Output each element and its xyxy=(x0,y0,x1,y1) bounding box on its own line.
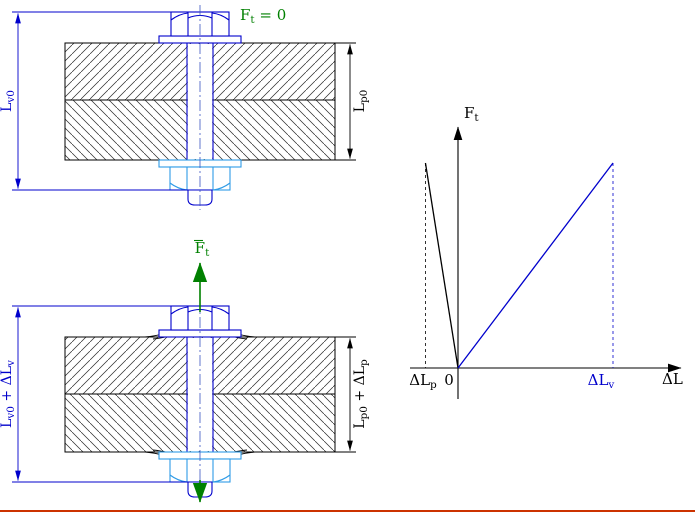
load-extension-chart: Ft ΔL ΔLp 0 ΔLv xyxy=(409,104,683,399)
x-axis-label: ΔL xyxy=(662,370,683,388)
dim-label-lv0: Lv0 xyxy=(0,90,17,112)
dim-label-lp0-plus-dlp: Lp0 + ΔLp xyxy=(352,359,370,429)
nut-chamfer-right xyxy=(212,474,231,483)
head-chamfer-right xyxy=(211,12,230,21)
force-label: Ft xyxy=(195,239,210,259)
series-bolt-elongation xyxy=(457,162,614,369)
dimension-bolt-length-loaded xyxy=(12,305,188,483)
y-axis-label: Ft xyxy=(464,104,479,124)
bolt-shank xyxy=(186,337,214,452)
dimension-plate-thickness-loaded xyxy=(335,336,356,453)
figure-loaded: Ft Lv0 + ΔLv Lp0 + ΔLp xyxy=(0,239,370,503)
origin-label: 0 xyxy=(444,371,454,389)
head-chamfer-left xyxy=(170,306,189,315)
series-plate-compression xyxy=(424,162,459,369)
head-chamfer-left xyxy=(170,12,189,21)
zero-load-label: Ft = 0 xyxy=(240,6,286,26)
dimension-bolt-length xyxy=(12,11,188,191)
nut-chamfer-right xyxy=(212,182,231,191)
dim-label-lp0: Lp0 xyxy=(352,90,370,113)
head-chamfer-right xyxy=(211,306,230,315)
figure-unloaded: Ft = 0 Lv0 Lp0 xyxy=(0,5,370,210)
dim-label-lv0-plus-dlv: Lv0 + ΔLv xyxy=(0,360,17,428)
dimension-plate-thickness xyxy=(335,42,356,161)
tick-label-dlp: ΔLp xyxy=(409,371,437,391)
tick-label-dlv: ΔLv xyxy=(588,371,615,391)
bottom-edge-line xyxy=(0,510,695,512)
bolt-shank xyxy=(186,43,214,160)
